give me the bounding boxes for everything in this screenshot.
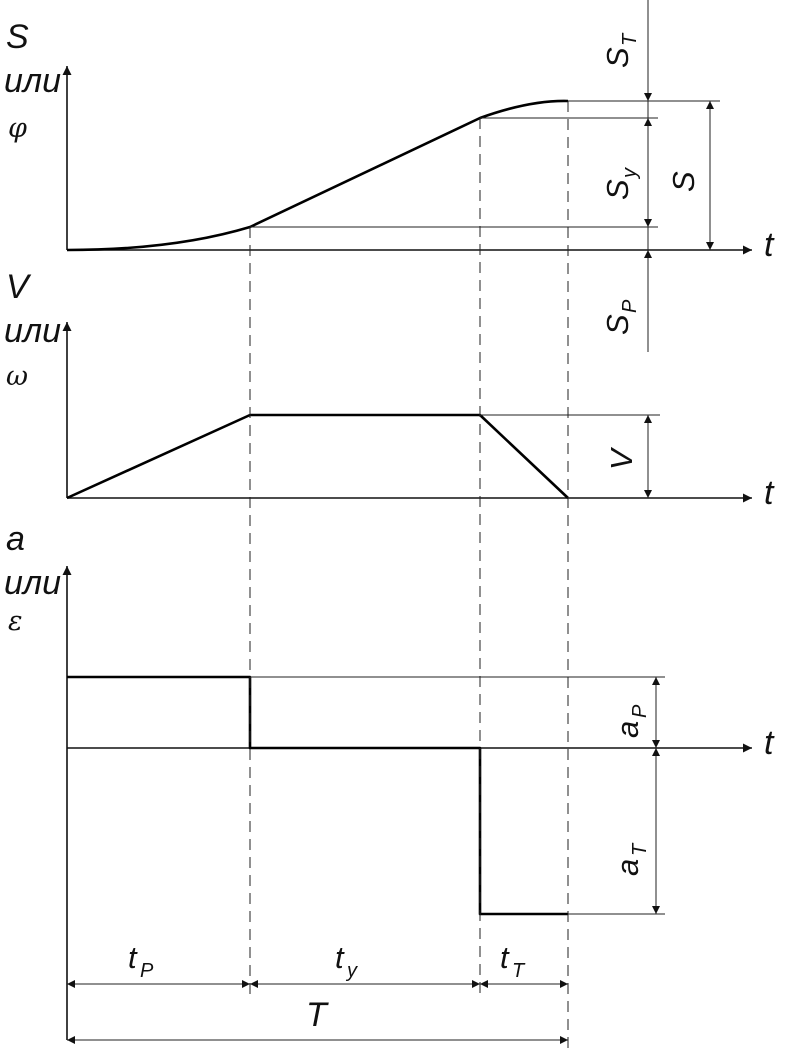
svg-text:S: S [600, 47, 635, 68]
dim-label-s-p: S P [600, 299, 641, 335]
dim-label-a-p: a P [610, 704, 651, 738]
v-axis-label: V [6, 268, 32, 306]
v-axis-greek: ω [6, 361, 28, 392]
svg-text:S: S [600, 179, 635, 200]
svg-text:P: P [619, 299, 641, 313]
v-axis-ili: или [4, 312, 61, 350]
a-axis-label: a [6, 520, 25, 558]
svg-text:y: y [619, 167, 641, 180]
v-t-label: t [764, 474, 775, 512]
time-dimensions: t P t y t T T [67, 940, 568, 1044]
svg-text:a: a [610, 859, 645, 876]
a-axis-ili: или [4, 564, 61, 602]
dim-label-s-y: S y [600, 167, 641, 200]
s-plot: S или φ t S T S y S S P [4, 0, 775, 352]
svg-text:t: t [500, 940, 510, 975]
a-curve [67, 675, 568, 916]
dim-label-s-t: S T [600, 32, 641, 68]
dim-label-v: V [604, 446, 639, 470]
phase-separators [249, 101, 569, 1050]
dim-label-a-t: a T [610, 842, 651, 876]
svg-text:t: t [128, 940, 138, 975]
svg-text:V: V [604, 446, 639, 470]
a-plot: a или ε t a P a T [4, 520, 775, 1040]
s-t-label: t [764, 226, 775, 264]
svg-text:S: S [666, 171, 701, 192]
svg-text:t: t [335, 940, 345, 975]
s-axis-label: S [6, 18, 29, 56]
svg-text:S: S [600, 314, 635, 335]
svg-text:T: T [512, 960, 526, 982]
s-curve [66, 99, 569, 252]
svg-text:T: T [629, 842, 651, 856]
a-t-label: t [764, 724, 775, 762]
s-axis-ili: или [4, 62, 61, 100]
s-axis-greek: φ [8, 113, 27, 144]
dim-label-total-T: T [306, 996, 329, 1034]
a-axis-greek: ε [8, 606, 23, 637]
svg-text:a: a [610, 721, 645, 738]
dim-label-t-t: t T [500, 940, 526, 982]
dim-label-s: S [666, 171, 701, 192]
svg-text:P: P [140, 960, 154, 982]
v-curve [66, 413, 569, 500]
v-plot: V или ω t V [4, 268, 775, 512]
svg-text:T: T [619, 32, 641, 46]
svg-text:y: y [345, 960, 358, 982]
svg-text:P: P [629, 704, 651, 718]
dim-label-t-y: t y [335, 940, 358, 982]
dim-label-t-p: t P [128, 940, 154, 982]
